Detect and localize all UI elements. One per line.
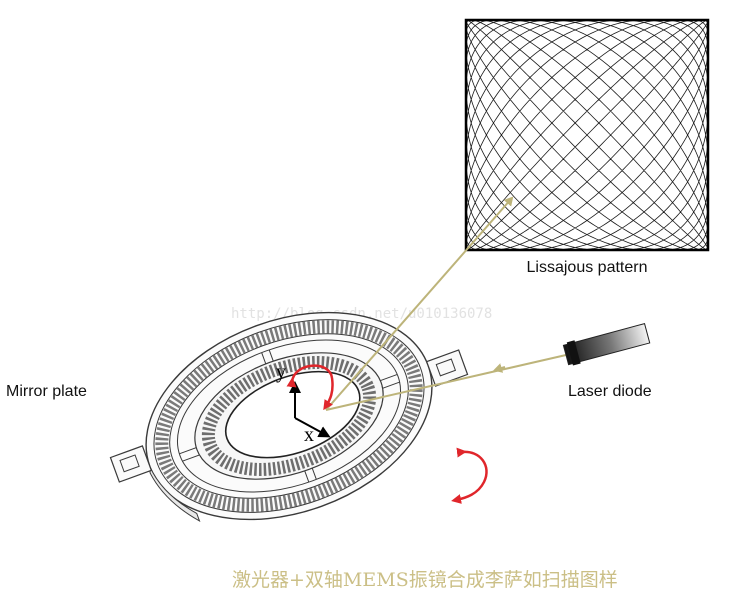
laser-diode-label: Laser diode [568, 383, 652, 400]
incident-beam [325, 354, 567, 411]
lissajous-label: Lissajous pattern [527, 259, 648, 276]
laser-diode [562, 322, 651, 366]
lissajous-panel: Lissajous pattern [464, 18, 710, 276]
x-axis-arrow [294, 417, 331, 438]
lissajous-curve [466, 20, 708, 250]
reflected-beam [325, 196, 514, 411]
rotation-arrow-inner [286, 364, 334, 411]
y-axis-label: y [276, 361, 286, 383]
anchor-pad-left [109, 445, 153, 483]
mirror-plate-label: Mirror plate [6, 383, 87, 400]
rotation-arrow-outer [451, 447, 488, 504]
caption: 激光器+双轴MEMS振镜合成李萨如扫描图样 [232, 569, 618, 591]
anchor-pad-right [425, 349, 469, 387]
lissajous-frame [464, 18, 710, 252]
mems-mirror-device [109, 311, 469, 523]
incident-beam-arrow [493, 363, 506, 373]
x-axis-label: x [304, 424, 314, 446]
